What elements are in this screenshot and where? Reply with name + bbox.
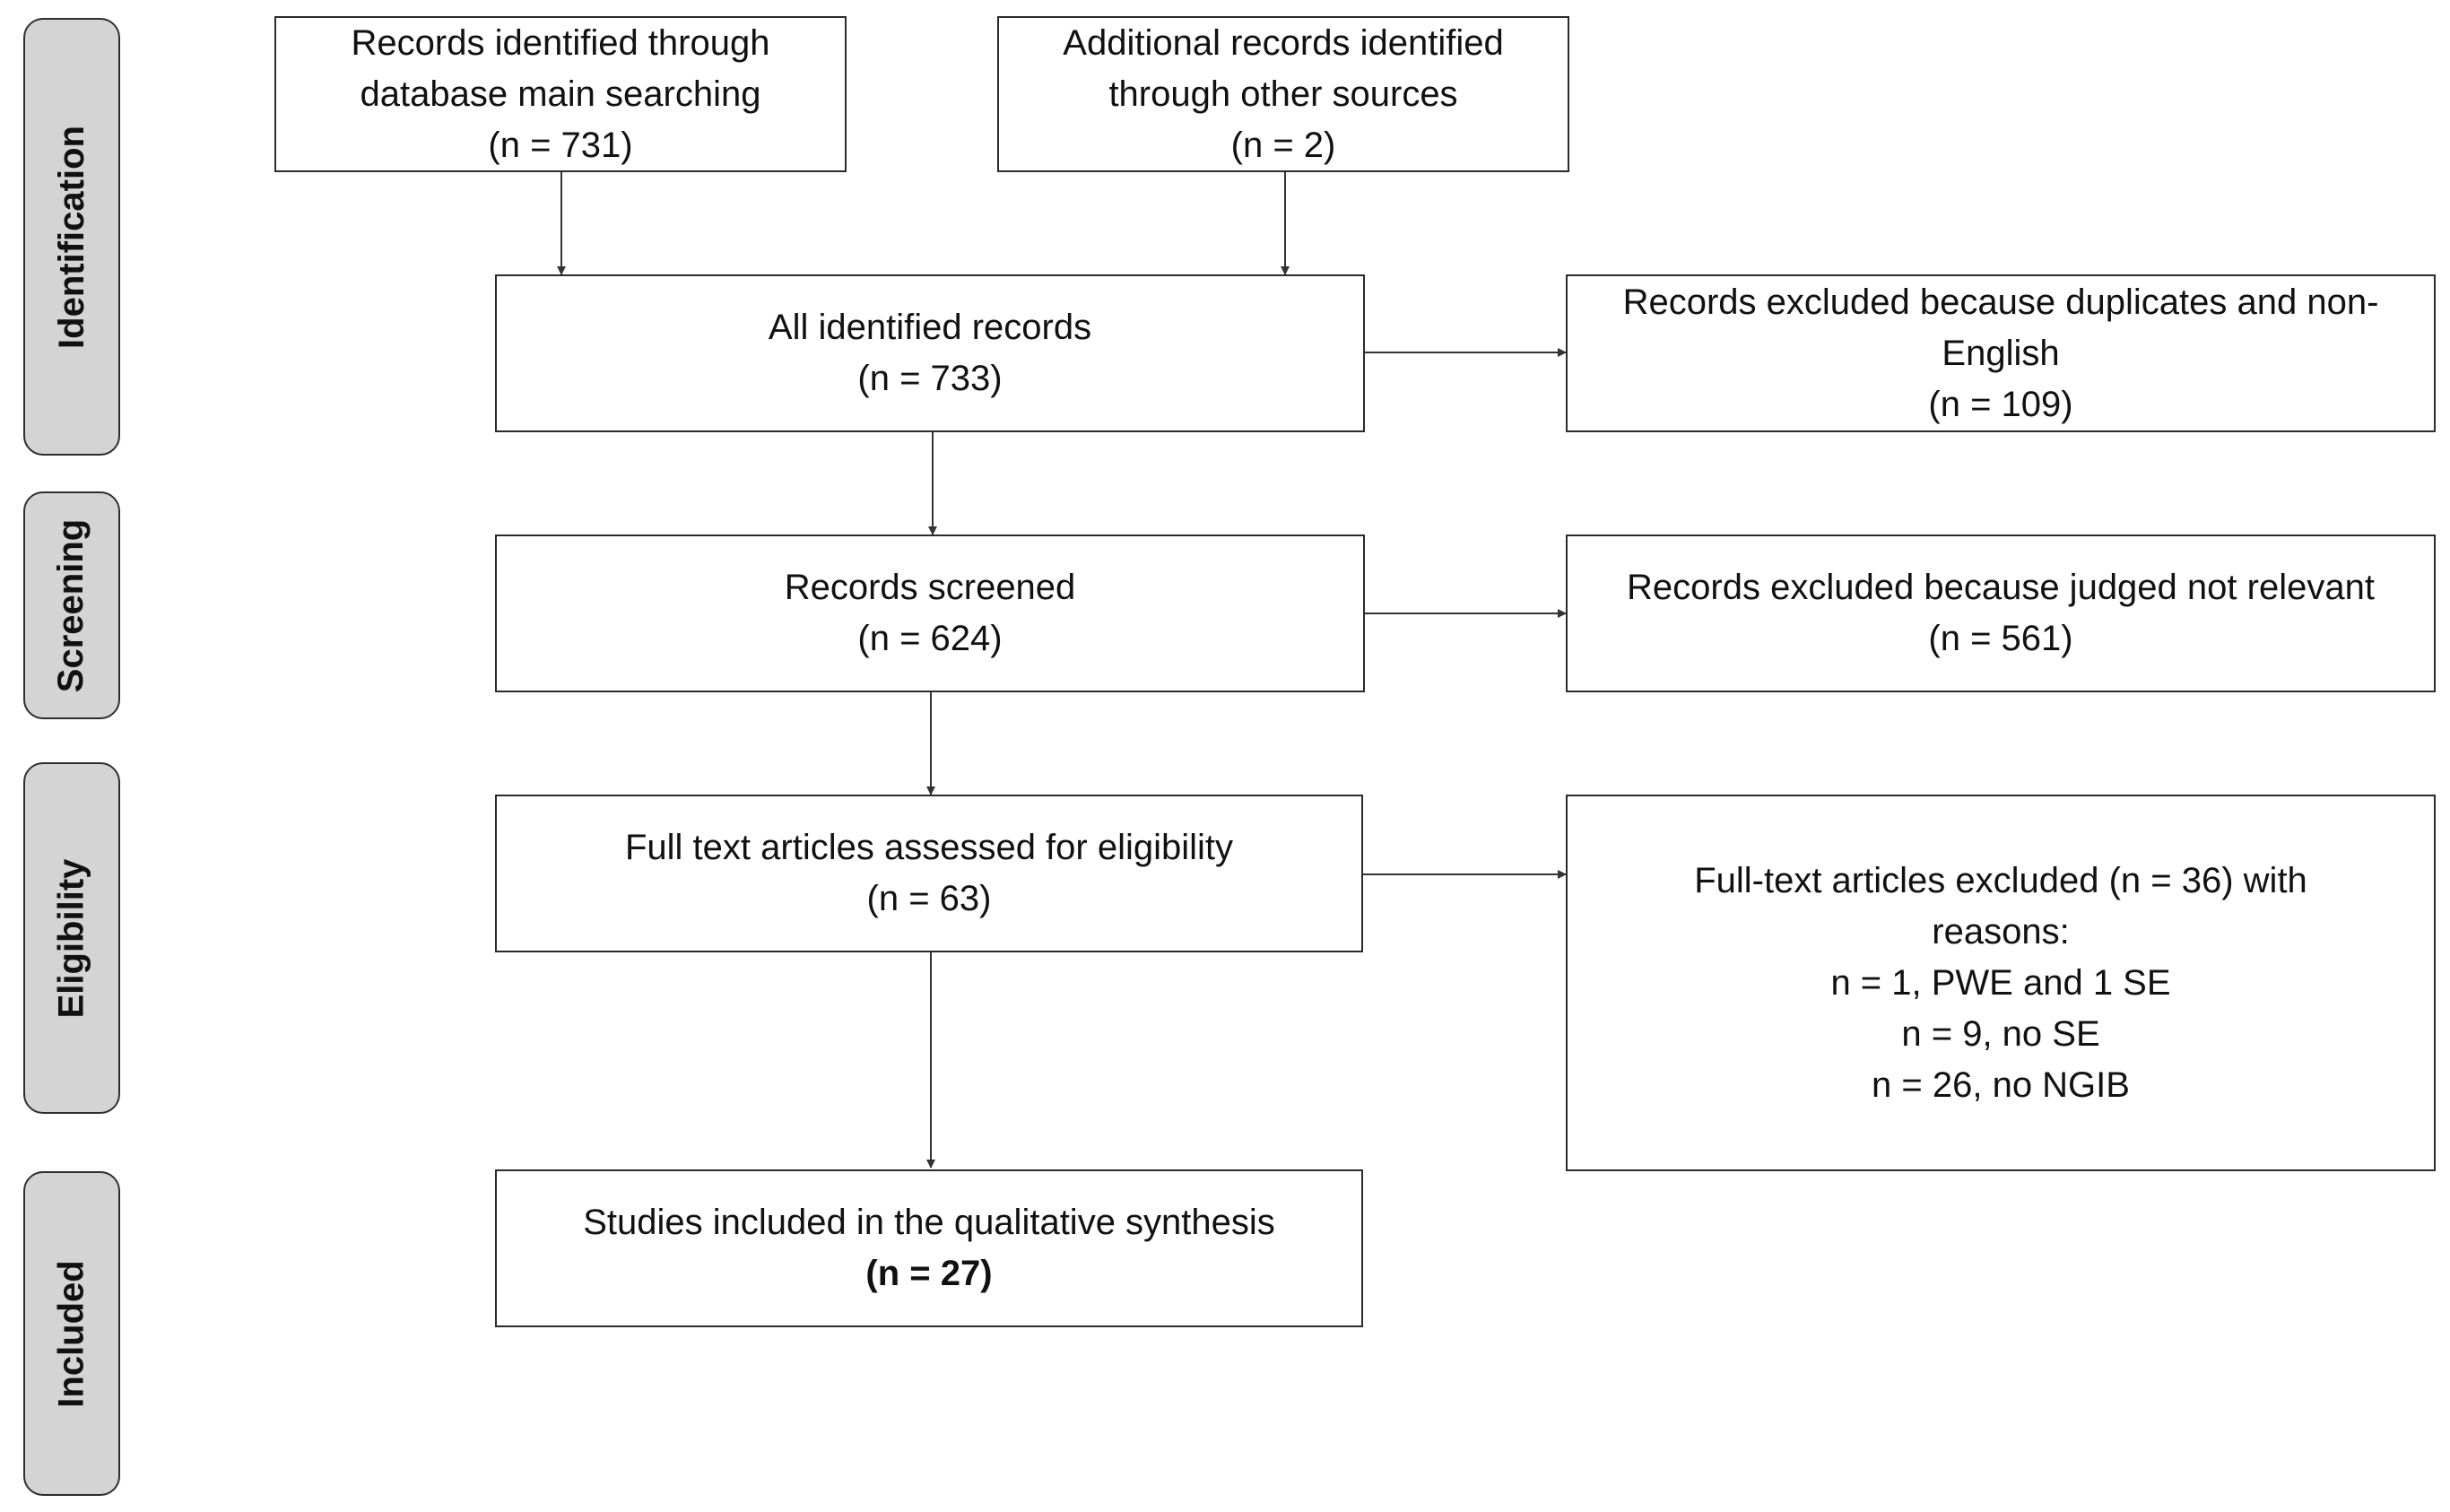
box-full-text-excluded-reason-1: n = 1, PWE and 1 SE — [1830, 962, 2171, 1003]
box-excluded-duplicates-line-2: English — [1942, 333, 2060, 373]
box-other-sources: Additional records identified through ot… — [997, 16, 1569, 172]
box-full-text-assessed: Full text articles assessed for eligibil… — [495, 795, 1363, 952]
box-included-studies-line-1: Studies included in the qualitative synt… — [583, 1203, 1275, 1242]
box-all-identified: All identified records (n = 733) — [495, 274, 1365, 432]
box-other-sources-count: (n = 2) — [1230, 125, 1336, 165]
stage-tab-eligibility: Eligibility — [23, 762, 120, 1114]
box-other-sources-line-2: through other sources — [1108, 74, 1458, 114]
box-excluded-duplicates-line-1: Records excluded because duplicates and … — [1622, 282, 2379, 322]
box-excluded-duplicates-count: (n = 109) — [1928, 384, 2073, 424]
box-all-identified-line-1: All identified records — [768, 308, 1092, 347]
box-screened-count: (n = 624) — [857, 619, 1003, 658]
box-included-studies-count: (n = 27) — [865, 1254, 993, 1293]
stage-tab-screening: Screening — [23, 491, 120, 719]
box-database-search: Records identified through database main… — [274, 16, 847, 172]
box-included-studies: Studies included in the qualitative synt… — [495, 1169, 1363, 1327]
box-database-search-line-2: database main searching — [360, 74, 761, 114]
box-excluded-not-relevant-count: (n = 561) — [1928, 619, 2073, 658]
box-screened-line-1: Records screened — [784, 568, 1076, 607]
box-database-search-count: (n = 731) — [488, 125, 633, 165]
box-full-text-assessed-line-1: Full text articles assessed for eligibil… — [624, 828, 1234, 867]
stage-tab-identification: Identification — [23, 18, 120, 456]
box-full-text-excluded: Full-text articles excluded (n = 36) wit… — [1566, 795, 2436, 1171]
box-other-sources-line-1: Additional records identified — [1063, 22, 1504, 63]
box-full-text-excluded-reason-3: n = 26, no NGIB — [1872, 1064, 2130, 1105]
box-excluded-duplicates: Records excluded because duplicates and … — [1566, 274, 2436, 432]
box-full-text-excluded-line-2: reasons: — [1932, 911, 2070, 952]
box-full-text-excluded-line-1: Full-text articles excluded (n = 36) wit… — [1694, 860, 2307, 900]
box-screened: Records screened (n = 624) — [495, 534, 1365, 692]
box-full-text-excluded-reason-2: n = 9, no SE — [1901, 1013, 2100, 1054]
box-all-identified-count: (n = 733) — [857, 359, 1003, 398]
box-excluded-not-relevant-line-1: Records excluded because judged not rele… — [1627, 568, 2375, 607]
stage-tab-included: Included — [23, 1171, 120, 1496]
box-database-search-line-1: Records identified through — [351, 22, 770, 63]
box-excluded-not-relevant: Records excluded because judged not rele… — [1566, 534, 2436, 692]
box-full-text-assessed-count: (n = 63) — [866, 879, 992, 918]
